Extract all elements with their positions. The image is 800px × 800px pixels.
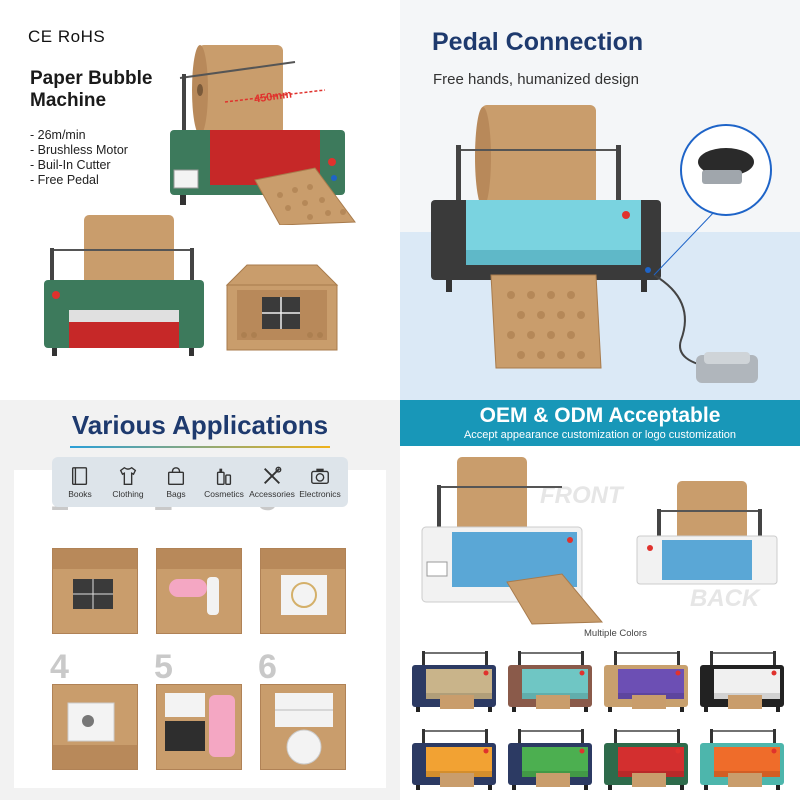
- application-electronics: Electronics: [296, 459, 344, 505]
- step-image-clothing: [156, 684, 242, 770]
- applications-panel: Various Applications 1 2 3: [0, 400, 400, 800]
- tools-icon: [264, 466, 282, 484]
- product-overview-panel: CE RoHS Paper Bubble Machine 26m/min Bru…: [0, 0, 400, 400]
- application-label: Books: [68, 489, 92, 499]
- application-label: Accessories: [249, 489, 295, 499]
- oem-title: OEM & ODM Acceptable: [479, 404, 721, 427]
- pedal-machine-image: [431, 105, 772, 383]
- application-cosmetics: Cosmetics: [200, 459, 248, 505]
- color-variant-machine: [508, 729, 592, 790]
- camera-icon: [311, 468, 329, 485]
- application-books: Books: [56, 459, 104, 505]
- application-label: Cosmetics: [204, 489, 244, 499]
- customization-panel: OEM & ODM Acceptable Accept appearance c…: [400, 400, 800, 800]
- feature-item: Free Pedal: [30, 173, 128, 188]
- cosmetics-icon: [216, 468, 232, 485]
- pedal-title: Pedal Connection: [432, 28, 644, 56]
- applications-title: Various Applications: [71, 410, 329, 440]
- main-machine-image: [170, 45, 356, 225]
- color-variant-machine: [700, 651, 784, 712]
- feature-item: Buil-In Cutter: [30, 158, 128, 173]
- application-label: Bags: [166, 489, 186, 499]
- feature-item: Brushless Motor: [30, 143, 128, 158]
- color-variant-machine: [412, 729, 496, 790]
- packaging-box-image: [225, 264, 339, 351]
- color-variant-machine: [508, 651, 592, 712]
- color-variant-machine: [604, 651, 688, 712]
- application-label: Electronics: [299, 489, 341, 499]
- step-image-packed: [260, 684, 346, 770]
- step-image-cosmetics: [156, 548, 242, 634]
- pedal-connection-panel: Pedal Connection Free hands, humanized d…: [400, 0, 800, 400]
- step-number: 5: [154, 648, 173, 686]
- multiple-colors-label: Multiple Colors: [584, 628, 647, 639]
- title-underline: [70, 446, 330, 448]
- color-variant-machine: [700, 729, 784, 790]
- application-clothing: Clothing: [104, 459, 152, 505]
- feature-item: 26m/min: [30, 128, 128, 143]
- step-image-books: [52, 548, 138, 634]
- color-variant-machine: [604, 729, 688, 790]
- application-bags: Bags: [152, 459, 200, 505]
- feature-list: 26m/min Brushless Motor Buil-In Cutter F…: [30, 128, 128, 188]
- step-image-electronics: [52, 684, 138, 770]
- step-image-accessories: [260, 548, 346, 634]
- pedal-subtitle: Free hands, humanized design: [433, 71, 639, 88]
- application-label: Clothing: [112, 489, 144, 499]
- certification-label: CE RoHS: [28, 27, 106, 46]
- shirt-icon: [119, 466, 137, 485]
- book-icon: [71, 467, 88, 485]
- step-number: 6: [258, 648, 277, 686]
- front-view-machine-image: [421, 457, 604, 625]
- steps-panel: 1 2 3 4 5 6: [14, 470, 386, 788]
- back-label: BACK: [690, 585, 760, 612]
- product-title: Paper Bubble Machine: [30, 68, 153, 111]
- oem-subtitle: Accept appearance customization or logo …: [463, 429, 737, 441]
- front-machine-image: [44, 215, 204, 356]
- back-view-machine-image: [636, 481, 778, 585]
- step-number: 4: [50, 648, 69, 686]
- color-variant-machine: [412, 651, 496, 712]
- bag-icon: [167, 467, 185, 485]
- applications-bar: Books Clothing Bags Cosmetics Accessorie…: [52, 457, 348, 507]
- application-accessories: Accessories: [248, 459, 296, 505]
- oem-banner: OEM & ODM Acceptable Accept appearance c…: [400, 400, 800, 446]
